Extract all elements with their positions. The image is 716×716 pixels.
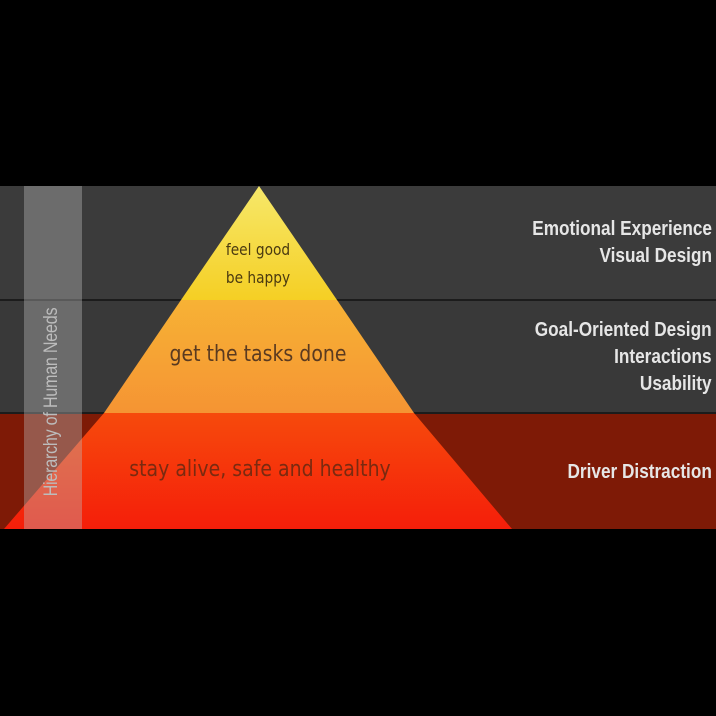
tier-top-line: feel good	[225, 240, 291, 259]
tier-top-label: feel good be happy	[189, 236, 327, 292]
side-label: Hierarchy of Human Needs	[41, 252, 65, 552]
right-label: Driver Distraction	[567, 461, 712, 483]
right-label: Interactions	[614, 346, 712, 368]
tier-middle-label: get the tasks done	[169, 342, 347, 367]
right-label: Emotional Experience	[532, 218, 712, 240]
band-emotional	[0, 186, 716, 300]
side-label-text: Hierarchy of Human Needs	[41, 307, 62, 497]
right-label: Goal-Oriented Design	[535, 319, 712, 341]
tier-bottom-label: stay alive, safe and healthy	[129, 457, 391, 482]
right-label: Usability	[640, 373, 712, 395]
side-label-bar	[24, 186, 82, 529]
band-divider	[0, 299, 716, 301]
pyramid-tier-middle	[104, 300, 414, 413]
right-label: Visual Design	[599, 245, 712, 267]
right-label-group-middle: Goal-Oriented Design Interactions Usabil…	[506, 317, 712, 398]
pyramid-tier-bottom	[4, 413, 512, 529]
pyramid-tier-top	[181, 186, 337, 300]
right-label-group-top: Emotional Experience Visual Design	[503, 216, 712, 270]
right-label-group-bottom: Driver Distraction	[544, 459, 712, 486]
tier-top-line: be happy	[225, 268, 291, 287]
